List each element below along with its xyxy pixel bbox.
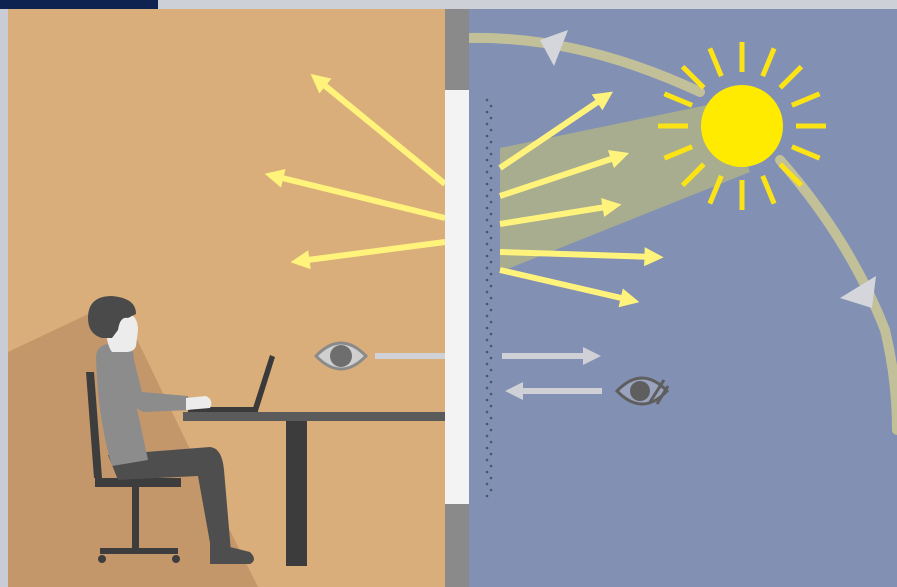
screen-dot — [486, 411, 489, 414]
screen-dot — [486, 447, 489, 450]
screen-dot — [490, 405, 493, 408]
screen-dot — [486, 339, 489, 342]
screen-dot — [486, 267, 489, 270]
screen-dot — [486, 483, 489, 486]
screen-dot — [490, 297, 493, 300]
screen-dot — [486, 147, 489, 150]
screen-dot — [490, 237, 493, 240]
chair-post — [132, 487, 139, 549]
screen-dot — [486, 135, 489, 138]
screen-dot — [490, 441, 493, 444]
screen-dot — [490, 453, 493, 456]
screen-dot — [486, 495, 489, 498]
screen-dot — [486, 471, 489, 474]
screen-dot — [490, 105, 493, 108]
screen-dot — [490, 273, 493, 276]
screen-dot — [486, 387, 489, 390]
screen-dot — [486, 351, 489, 354]
window-frame-bottom — [445, 504, 469, 587]
top-accent-bar — [0, 0, 158, 9]
chair-wheel — [98, 555, 106, 563]
sun-icon — [658, 42, 826, 210]
screen-dot — [486, 123, 489, 126]
screen-dot — [486, 279, 489, 282]
screen-dot — [486, 231, 489, 234]
screen-dot — [486, 99, 489, 102]
screen-dot — [490, 309, 493, 312]
desk-leg — [286, 421, 307, 566]
screen-dot — [486, 255, 489, 258]
desk-top — [183, 412, 445, 421]
screen-dot — [490, 369, 493, 372]
screen-dot — [486, 207, 489, 210]
screen-dot — [486, 399, 489, 402]
screen-dot — [490, 213, 493, 216]
person-hand — [186, 396, 211, 410]
chair-wheel — [172, 555, 180, 563]
screen-dot — [490, 333, 493, 336]
screen-dot — [490, 477, 493, 480]
screen-dot — [486, 111, 489, 114]
screen-dot — [486, 459, 489, 462]
screen-dot — [490, 489, 493, 492]
screen-dot — [490, 417, 493, 420]
screen-dot — [490, 177, 493, 180]
screen-dot — [486, 219, 489, 222]
screen-dot — [490, 321, 493, 324]
screen-dot — [486, 303, 489, 306]
chair-seat — [95, 478, 181, 487]
screen-dot — [490, 129, 493, 132]
screen-dot — [490, 225, 493, 228]
screen-dot — [490, 165, 493, 168]
window-frame-top — [445, 9, 469, 90]
screen-dot — [490, 393, 493, 396]
screen-dot — [486, 159, 489, 162]
chair-base — [100, 548, 178, 554]
window-glass — [445, 90, 469, 504]
screen-dot — [490, 285, 493, 288]
screen-dot — [486, 423, 489, 426]
screen-dot — [490, 465, 493, 468]
screen-dot — [490, 153, 493, 156]
screen-dot — [490, 261, 493, 264]
screen-dot — [486, 195, 489, 198]
screen-dot — [490, 357, 493, 360]
screen-dot — [486, 327, 489, 330]
sun-disc — [701, 85, 783, 167]
screen-dot — [486, 183, 489, 186]
outdoor-sky — [469, 9, 897, 587]
screen-dot — [486, 291, 489, 294]
screen-dot — [486, 435, 489, 438]
screen-dot — [486, 171, 489, 174]
screen-dot — [490, 117, 493, 120]
screen-dot — [490, 201, 493, 204]
screen-dot — [486, 363, 489, 366]
screen-dot — [486, 243, 489, 246]
screen-dot — [490, 345, 493, 348]
screen-dot — [490, 249, 493, 252]
screen-dot — [490, 381, 493, 384]
screen-dot — [486, 375, 489, 378]
screen-dot — [490, 141, 493, 144]
screen-dot — [490, 429, 493, 432]
screen-dot — [490, 189, 493, 192]
screen-dot — [486, 315, 489, 318]
